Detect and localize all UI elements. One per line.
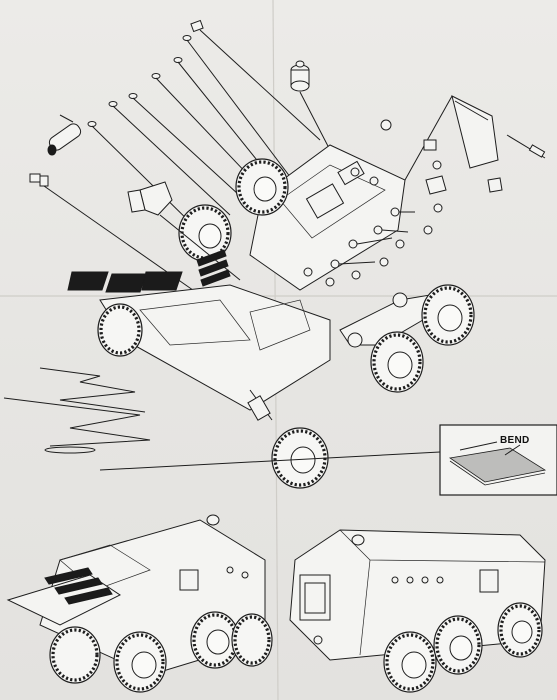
wheel-upper-1 (235, 158, 289, 216)
assembled-vehicle-front-view (6, 514, 273, 693)
black-plate-parts (67, 271, 183, 293)
rear-pin-part (506, 134, 546, 159)
muffler-part (47, 114, 82, 156)
wheel-left (97, 303, 143, 357)
hood-part (127, 181, 241, 281)
hull-upper (249, 119, 503, 291)
step-part (196, 249, 231, 287)
assembled-vehicle-rear-view (289, 529, 546, 693)
wheel-right-2 (370, 331, 424, 393)
bogie-assembly (339, 292, 441, 348)
bolt-parts (303, 203, 443, 287)
wire-frame-parts (3, 367, 441, 471)
wheel-right-1 (421, 284, 475, 346)
exploded-view (3, 19, 557, 496)
suspension-part (247, 389, 273, 421)
wheel-upper-2 (178, 204, 232, 262)
bend-callout-box (439, 424, 557, 496)
light-part (190, 19, 321, 141)
bend-label: BEND (500, 435, 530, 446)
rear-hatch-plate (404, 95, 499, 181)
turret-light-part (290, 60, 331, 151)
